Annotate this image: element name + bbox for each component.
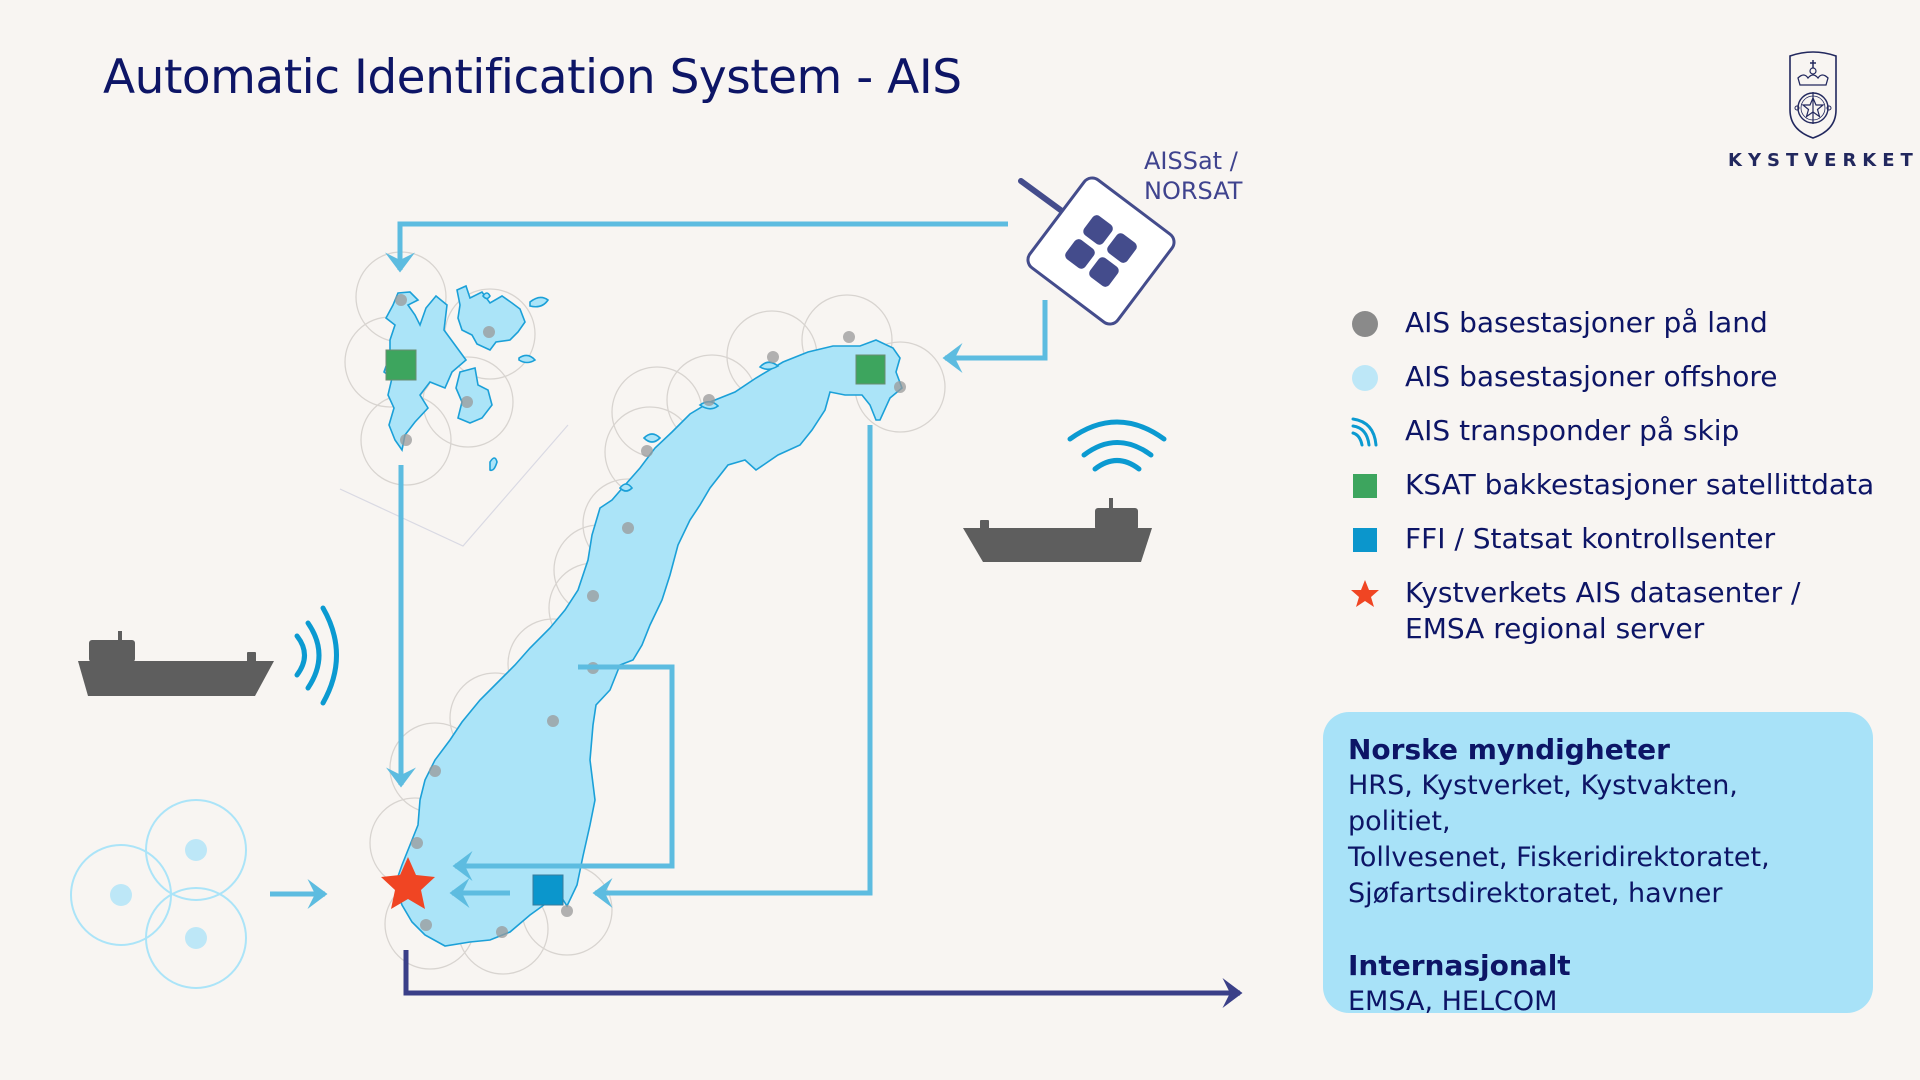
datacenter-star-icon [381, 857, 435, 909]
legend: AIS basestasjoner på land AIS basestasjo… [1350, 305, 1874, 655]
legend-label: KSAT bakkestasjoner satellittdata [1405, 468, 1875, 501]
satellite-to-vardo-arrow [942, 300, 1048, 373]
grey-dot-icon [1352, 311, 1378, 337]
light-blue-dot-icon [1352, 365, 1378, 391]
signal-waves-right-icon [1067, 419, 1167, 472]
legend-item-offshore-stations: AIS basestasjoner offshore [1350, 359, 1874, 413]
legend-label-line1: Kystverkets AIS datasenter / [1405, 576, 1801, 609]
legend-item-ffi: FFI / Statsat kontrollsenter [1350, 521, 1874, 575]
legend-label: AIS basestasjoner offshore [1405, 360, 1778, 393]
svalbard-map [383, 284, 550, 472]
satellite-to-svalbard-arrow [385, 221, 1008, 273]
norwegian-authorities-heading: Norske myndigheter [1348, 733, 1670, 766]
red-star-icon [1351, 580, 1379, 607]
logo-text: KYSTVERKET [1728, 150, 1919, 171]
output-arrow [403, 950, 1243, 1008]
satellite-label-line1: AISSat / [1144, 147, 1238, 175]
legend-item-ship-transponder: AIS transponder på skip [1350, 413, 1874, 467]
signal-waves-icon [1351, 417, 1378, 447]
blue-square-icon [1353, 528, 1377, 552]
legend-label: AIS basestasjoner på land [1405, 306, 1768, 339]
page-title: Automatic Identification System - AIS [103, 50, 962, 105]
kystverket-coat-of-arms-icon [1789, 51, 1837, 139]
ffi-square [532, 874, 564, 906]
decorative-line [339, 424, 569, 547]
offshore-stations [70, 799, 247, 989]
satellite-icon [1018, 176, 1176, 326]
legend-item-ksat: KSAT bakkestasjoner satellittdata [1350, 467, 1874, 521]
legend-label: Kystverkets AIS datasenter / EMSA region… [1405, 575, 1800, 647]
kystverket-logo: KYSTVERKET [1728, 48, 1919, 171]
norwegian-authorities-line: HRS, Kystverket, Kystvakten, politiet, [1348, 770, 1738, 837]
satellite-label-line2: NORSAT [1144, 177, 1243, 205]
vardo-to-ffi-arrow [592, 425, 873, 908]
legend-label: FFI / Statsat kontrollsenter [1405, 522, 1776, 555]
mid-norway-to-datacenter-arrow [452, 664, 675, 881]
international-line: EMSA, HELCOM [1348, 986, 1558, 1017]
norwegian-authorities-line: Tollvesenet, Fiskeridirektoratet, [1348, 842, 1770, 873]
ksat-vardo-square [855, 354, 886, 385]
legend-label-line2: EMSA regional server [1405, 612, 1705, 645]
recipients-info-box: Norske myndigheter HRS, Kystverket, Kyst… [1323, 712, 1873, 1017]
green-square-icon [1353, 474, 1377, 498]
ksat-svalbard-square [385, 349, 417, 381]
signal-waves-left-icon [294, 605, 339, 706]
satellite-label: AISSat / NORSAT [1144, 146, 1242, 206]
norwegian-authorities-line: Sjøfartsdirektoratet, havner [1348, 878, 1723, 909]
norway-map [394, 339, 903, 947]
legend-item-datacenter: Kystverkets AIS datasenter / EMSA region… [1350, 575, 1874, 655]
ship-right-icon [963, 498, 1152, 562]
ship-left-icon [78, 631, 274, 696]
legend-label: AIS transponder på skip [1405, 414, 1740, 447]
international-heading: Internasjonalt [1348, 949, 1571, 982]
legend-item-land-stations: AIS basestasjoner på land [1350, 305, 1874, 359]
flow-arrows [270, 221, 1048, 909]
